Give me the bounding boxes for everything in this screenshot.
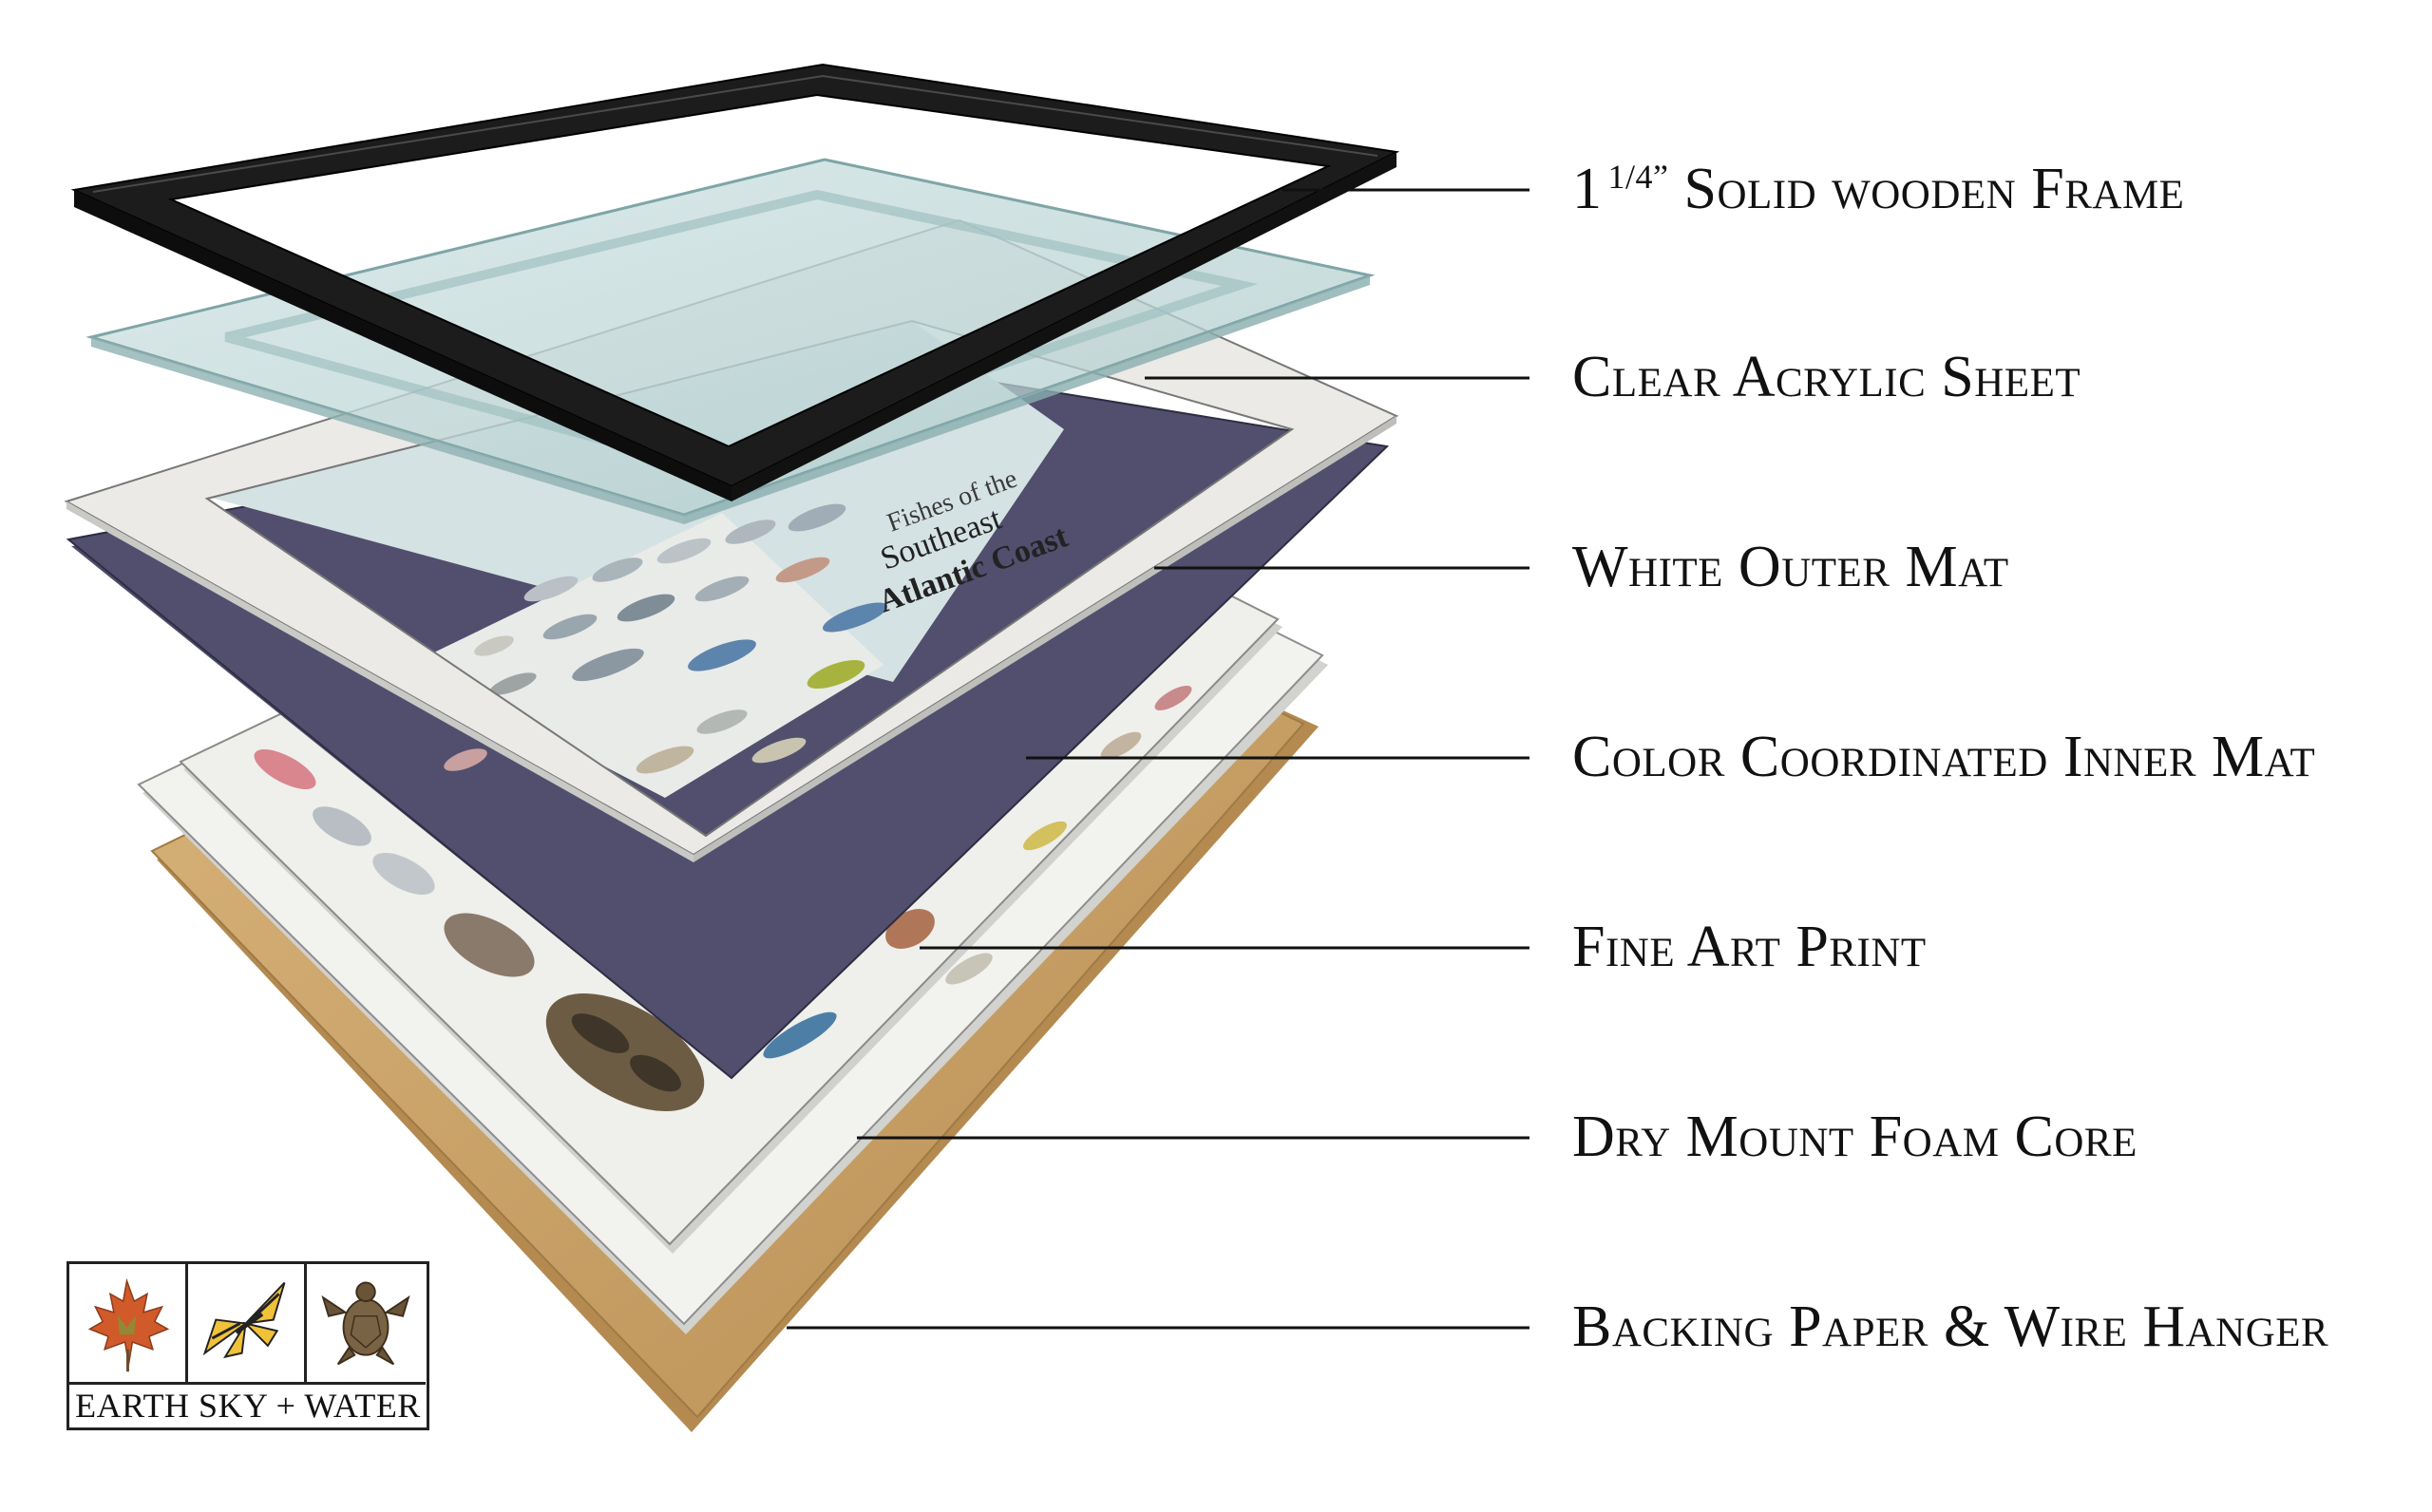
fish-icon xyxy=(313,806,371,846)
frame-label-number: 1 xyxy=(1572,157,1603,221)
print-fish-illustrations xyxy=(254,686,1192,1111)
fish-icon xyxy=(945,953,993,985)
earth-sky-water-logo: EARTH SKY + WATER xyxy=(66,1261,429,1430)
fish-icon xyxy=(444,913,535,977)
clear-acrylic-sheet-layer xyxy=(86,158,1376,524)
fish-icon xyxy=(630,1054,681,1092)
frame-label-fraction: 1/4” xyxy=(1607,158,1669,196)
label-backing-paper-wire-hanger: Backing Paper & Wire Hanger xyxy=(1572,1295,2329,1359)
leader-lines xyxy=(787,188,1530,1330)
sea-turtle-icon xyxy=(307,1264,426,1385)
label-solid-wooden-frame: 1 1/4” Solid wooden Frame xyxy=(1572,160,2184,218)
logo-text: EARTH SKY + WATER xyxy=(75,1387,421,1425)
fish-icon xyxy=(571,1013,630,1053)
fish-icon xyxy=(1154,686,1192,710)
fish-icon xyxy=(372,852,435,896)
fish-icon xyxy=(1100,731,1142,760)
maple-leaf-icon xyxy=(69,1264,188,1385)
swallowtail-butterfly-icon xyxy=(188,1264,307,1385)
frame-label-text: Solid wooden Frame xyxy=(1683,157,2185,221)
label-color-coordinated-inner-mat: Color Coordinated Inner Mat xyxy=(1572,725,2316,789)
fish-icon xyxy=(254,749,316,789)
label-dry-mount-foam-core: Dry Mount Foam Core xyxy=(1572,1105,2138,1169)
label-clear-acrylic-sheet: Clear Acrylic Sheet xyxy=(1572,345,2081,409)
solid-wooden-frame-layer xyxy=(70,63,1400,501)
fish-icon xyxy=(763,1011,837,1059)
fish-icon xyxy=(1023,821,1067,851)
label-white-outer-mat: White Outer Mat xyxy=(1572,535,2009,599)
label-fine-art-print: Fine Art Print xyxy=(1572,915,1927,979)
